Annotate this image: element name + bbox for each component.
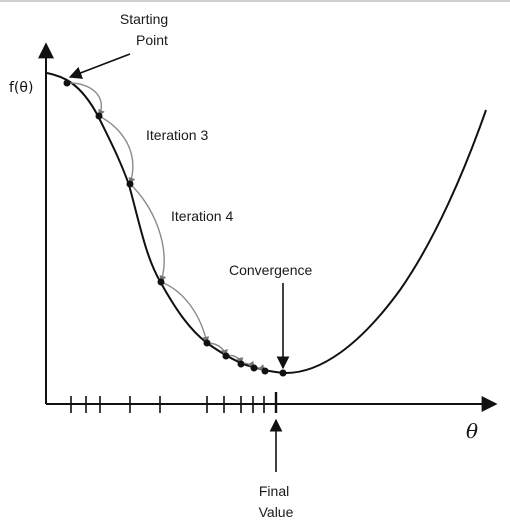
iteration-point <box>157 278 165 286</box>
final-value-line-2: Value <box>259 504 294 520</box>
starting-point-dot <box>63 79 71 87</box>
converged-point-dot <box>279 369 287 377</box>
step-arc <box>66 82 105 117</box>
step-arc <box>98 115 136 185</box>
iteration-point <box>250 364 258 372</box>
iteration-point <box>203 339 211 347</box>
step-arc <box>160 281 210 344</box>
iteration-3-label: Iteration 3 <box>146 127 208 143</box>
convergence-label: Convergence <box>229 262 312 278</box>
final-value-line-1: Final <box>259 483 289 499</box>
iteration-point <box>126 180 134 188</box>
starting-point-arrow <box>68 53 131 79</box>
iteration-points <box>63 79 287 377</box>
step-arc <box>129 183 167 283</box>
iteration-4-label: Iteration 4 <box>171 208 233 224</box>
starting-point-label: Starting Point <box>120 11 172 48</box>
iteration-point <box>222 352 230 360</box>
starting-point-line-2: Point <box>136 32 168 48</box>
objective-curve <box>46 72 487 375</box>
y-axis-label: f(θ) <box>9 80 33 96</box>
starting-point-line-1: Starting <box>120 11 168 27</box>
x-axis-ticks <box>70 392 278 413</box>
iteration-point <box>237 360 245 368</box>
iteration-point <box>261 367 269 375</box>
iteration-point <box>95 112 103 120</box>
x-axis-label: θ <box>466 419 478 443</box>
final-value-label: Final Value <box>259 483 294 520</box>
